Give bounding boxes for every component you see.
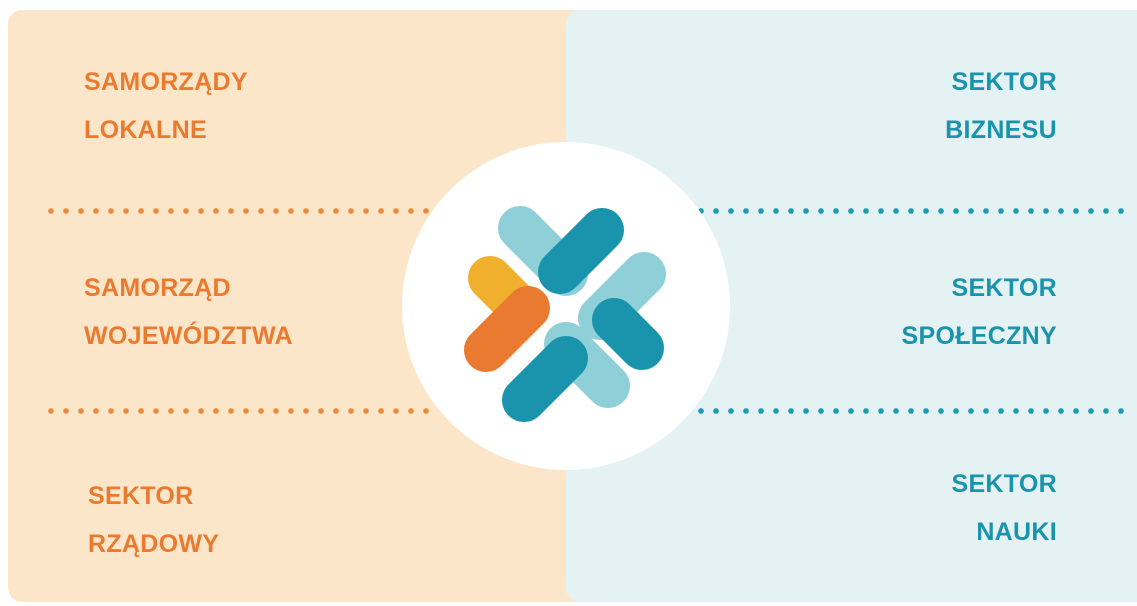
center-circle	[402, 142, 730, 470]
sector-label-line1: SEKTOR	[951, 274, 1057, 302]
separator-left-bottom	[48, 408, 438, 414]
sector-label-line2: NAUKI	[976, 518, 1057, 546]
sector-label-line1: SEKTOR	[951, 68, 1057, 96]
sector-label-line1: SEKTOR	[88, 482, 194, 510]
sector-label-science: SEKTOR NAUKI	[951, 460, 1057, 556]
sector-label-line1: SAMORZĄDY	[84, 68, 248, 96]
logo-stroke-teal-bottom	[502, 336, 588, 422]
sector-label-line2: BIZNESU	[945, 116, 1057, 144]
logo-stroke-orange	[464, 286, 550, 372]
sector-label-social: SEKTOR SPOŁECZNY	[902, 264, 1058, 360]
separator-right-bottom	[698, 408, 1130, 414]
sector-label-government: SEKTOR RZĄDOWY	[88, 472, 219, 568]
sector-label-line2: SPOŁECZNY	[901, 322, 1057, 350]
sector-label-line2: WOJEWÓDZTWA	[84, 322, 293, 350]
logo-stroke-teal-top	[538, 208, 624, 294]
sector-label-line1: SEKTOR	[951, 470, 1057, 498]
sector-label-business: SEKTOR BIZNESU	[945, 58, 1057, 154]
sector-label-line1: SAMORZĄD	[84, 274, 231, 302]
separator-left-top	[48, 208, 438, 214]
sector-label-voivodeship-government: SAMORZĄD WOJEWÓDZTWA	[84, 264, 293, 360]
sector-label-local-governments: SAMORZĄDY LOKALNE	[84, 58, 248, 154]
sector-label-line2: RZĄDOWY	[88, 530, 220, 558]
sector-label-line2: LOKALNE	[84, 116, 207, 144]
separator-right-top	[698, 208, 1130, 214]
logo-stroke-teal-right	[592, 298, 664, 370]
network-cross-logo-icon	[464, 206, 666, 422]
